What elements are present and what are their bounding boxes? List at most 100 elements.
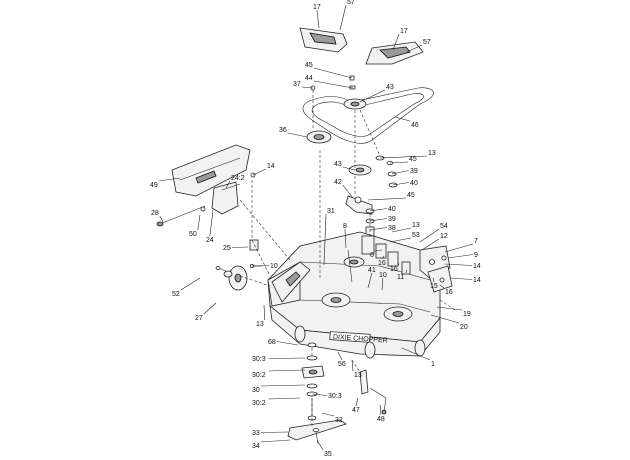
callout: 17: [313, 4, 321, 29]
leader-line: [405, 269, 408, 274]
callout-number: 9: [474, 252, 478, 259]
callout: 14: [444, 263, 481, 270]
callout: 6: [370, 249, 383, 259]
callout: 30:3: [252, 356, 306, 363]
callout: 45: [389, 156, 417, 164]
callout-number: 1: [431, 361, 435, 368]
leader-line: [351, 359, 354, 372]
spindle-pulley-left: [306, 130, 332, 144]
callout: 52: [172, 277, 201, 298]
leader-line: [260, 439, 291, 443]
callout-number: 40: [388, 206, 396, 213]
callout-number: 57: [347, 0, 355, 6]
callout: 16: [378, 255, 386, 267]
callout: 48: [377, 404, 385, 423]
callout-number: 45: [409, 156, 417, 163]
callout-number: 19: [463, 311, 471, 318]
callout: 34: [252, 439, 291, 450]
callout: 40: [392, 180, 418, 187]
idler-pulley-lower: [348, 164, 372, 176]
callout-number: 36: [279, 127, 287, 134]
callout: 46: [394, 116, 419, 129]
leader-line: [444, 243, 474, 253]
leader-line: [367, 197, 407, 201]
callout-number: 28: [151, 210, 159, 217]
callout: 30:2: [252, 369, 306, 379]
leader-line: [203, 302, 217, 315]
callout: 39: [369, 216, 396, 223]
callout: 54: [419, 223, 448, 243]
leader-line: [276, 341, 299, 346]
callout-number: 30:3: [328, 393, 342, 400]
callout-number: 13: [412, 222, 420, 229]
callout-number: 16: [390, 266, 398, 273]
hardware-stack-upper: [310, 75, 356, 91]
callout: 47: [352, 397, 360, 414]
callout-number: 68: [268, 339, 276, 346]
callout-number: 14: [473, 277, 481, 284]
leader-line: [209, 209, 214, 237]
leader-line: [367, 272, 373, 289]
bracket-hardware-left: [249, 239, 262, 268]
leader-line: [436, 306, 463, 311]
callout: 16: [439, 284, 453, 296]
leader-line: [316, 439, 324, 451]
callout-number: 57: [423, 39, 431, 46]
callout: 49: [150, 177, 181, 189]
callout-number: 48: [377, 416, 385, 423]
callout-number: 34: [252, 443, 260, 450]
leader-line: [389, 237, 412, 243]
leader-line: [344, 228, 347, 249]
callout-number: 32: [335, 417, 343, 424]
callout-number: 20: [460, 324, 468, 331]
leader-line: [268, 397, 301, 400]
leader-line: [432, 277, 435, 283]
leader-line: [369, 208, 388, 212]
callout: 40: [369, 206, 396, 213]
leader-line: [394, 116, 411, 122]
callout-number: 16: [445, 289, 453, 296]
leader-line: [392, 33, 400, 51]
callout: 10: [379, 272, 387, 291]
callout-number: 13: [428, 150, 436, 157]
leader-line: [342, 184, 354, 199]
deck-label: DIXIE CHOPPER: [333, 334, 388, 345]
leader-line: [379, 404, 382, 416]
callout: 13: [351, 359, 362, 379]
leader-line: [389, 161, 409, 164]
callout-number: 30:2: [252, 400, 266, 407]
callout-number: 53: [412, 232, 420, 239]
rear-right-bracket: [427, 265, 453, 293]
left-deck-bracket: [271, 261, 311, 303]
callout-number: 8: [343, 223, 347, 230]
callout: 16: [390, 261, 400, 273]
leader-line: [381, 255, 385, 260]
callout: 50: [189, 214, 201, 238]
callout-number: 25: [223, 245, 231, 252]
callout: 53: [389, 232, 420, 243]
callout: 41: [367, 267, 376, 289]
leader-line: [252, 168, 267, 176]
callout: 19: [436, 306, 471, 318]
hardware-stack-lower: [375, 155, 398, 188]
callout-number: 56: [338, 361, 346, 368]
leader-line: [369, 218, 388, 222]
callout-number: 49: [150, 182, 158, 189]
leader-line: [311, 393, 328, 396]
chute-rod: [156, 205, 206, 227]
callout-number: 15: [430, 283, 438, 290]
idler-arm: [345, 195, 373, 215]
callout: 31: [323, 208, 335, 266]
leader-line: [339, 4, 347, 31]
callout: 68: [268, 339, 299, 346]
center-brackets: [347, 235, 411, 283]
callout-number: 39: [410, 168, 418, 175]
callout-number: 24: [206, 237, 214, 244]
callout-number: 12: [440, 233, 448, 240]
callout-number: 44: [305, 75, 313, 82]
callout-number: 52: [172, 291, 180, 298]
callout: 7: [444, 238, 478, 253]
callout-number: 13: [354, 372, 362, 379]
leader-line: [391, 170, 410, 175]
leader-line: [251, 265, 270, 267]
